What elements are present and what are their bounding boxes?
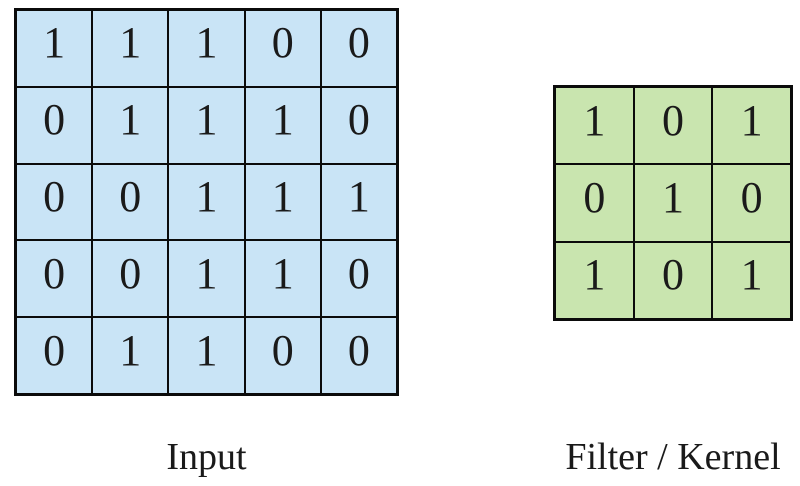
input-cell: 1 <box>168 163 245 241</box>
input-cell: 0 <box>320 10 397 87</box>
kernel-cell: 1 <box>555 87 634 165</box>
input-cell: 0 <box>320 86 397 164</box>
input-cell: 0 <box>16 86 93 164</box>
input-cell: 1 <box>244 163 321 241</box>
input-cell: 0 <box>244 317 321 394</box>
kernel-cell: 0 <box>555 164 634 242</box>
input-cell: 1 <box>168 317 245 394</box>
input-cell: 0 <box>244 10 321 87</box>
input-cell: 0 <box>92 240 169 318</box>
kernel-label: Filter / Kernel <box>565 436 781 478</box>
kernel-cell: 1 <box>555 241 634 319</box>
input-cell: 1 <box>168 86 245 164</box>
kernel-cell: 0 <box>633 87 713 165</box>
input-cell: 0 <box>16 163 93 241</box>
kernel-cell: 0 <box>633 241 713 319</box>
kernel-cell: 0 <box>712 164 791 242</box>
input-cell: 1 <box>92 10 169 87</box>
kernel-cell: 1 <box>712 241 791 319</box>
kernel-cell: 1 <box>712 87 791 165</box>
kernel-cell: 1 <box>633 164 713 242</box>
input-cell: 0 <box>16 240 93 318</box>
input-cell: 0 <box>92 163 169 241</box>
input-cell: 1 <box>92 86 169 164</box>
input-cell: 1 <box>168 240 245 318</box>
input-cell: 0 <box>16 317 93 394</box>
input-cell: 1 <box>244 240 321 318</box>
input-cell: 1 <box>244 86 321 164</box>
input-cell: 0 <box>320 240 397 318</box>
input-cell: 1 <box>92 317 169 394</box>
input-cell: 1 <box>320 163 397 241</box>
input-cell: 1 <box>168 10 245 87</box>
input-cell: 1 <box>16 10 93 87</box>
input-cell: 0 <box>320 317 397 394</box>
kernel-matrix: 1 0 1 0 1 0 1 0 1 <box>553 85 793 321</box>
input-matrix: 1 1 1 0 0 0 1 1 1 0 0 0 1 1 1 0 0 1 1 0 … <box>14 8 399 396</box>
input-label: Input <box>166 436 247 478</box>
